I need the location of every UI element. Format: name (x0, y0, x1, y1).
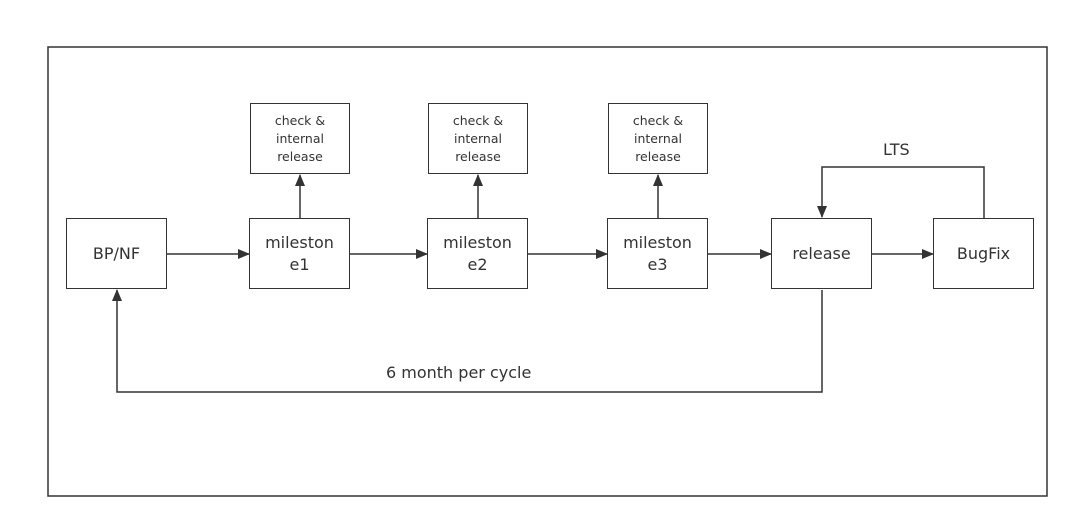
outer-frame (47, 46, 1048, 497)
node-check-3: check & internal release (608, 103, 708, 174)
node-bugfix-label: BugFix (956, 243, 1011, 263)
arrow-cycle-loop (112, 289, 823, 393)
node-milestone2: mileston e2 (427, 218, 528, 289)
node-release: release (771, 218, 872, 289)
node-check-3-label: check & internal release (632, 112, 684, 164)
node-bugfix: BugFix (933, 218, 1034, 289)
node-check-2-label: check & internal release (452, 112, 504, 164)
label-lts: LTS (883, 140, 910, 159)
node-release-label: release (792, 243, 851, 263)
label-cycle: 6 month per cycle (386, 363, 532, 382)
node-milestone3: mileston e3 (607, 218, 708, 289)
node-milestone1: mileston e1 (249, 218, 350, 289)
node-check-1-label: check & internal release (274, 112, 326, 164)
node-milestone2-label: mileston e2 (443, 232, 512, 274)
node-bpnf: BP/NF (66, 218, 167, 289)
node-check-2: check & internal release (428, 103, 528, 174)
node-milestone1-label: mileston e1 (265, 232, 334, 274)
arrow-lts-loop (817, 166, 985, 218)
node-bpnf-label: BP/NF (92, 243, 141, 263)
node-check-1: check & internal release (250, 103, 350, 174)
node-milestone3-label: mileston e3 (623, 232, 692, 274)
